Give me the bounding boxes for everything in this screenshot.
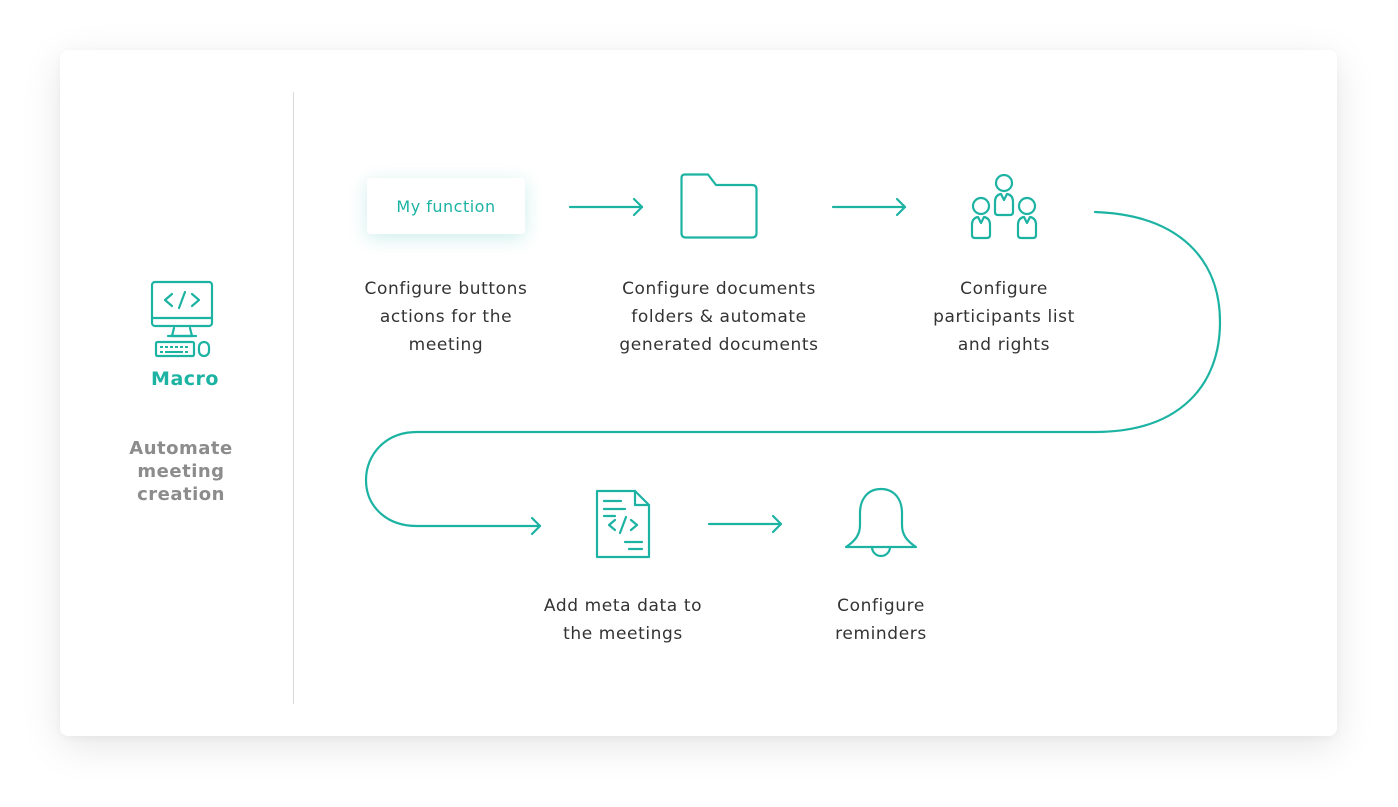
code-document-icon xyxy=(595,489,651,559)
step-label-buttons: Configure buttons actions for the meetin… xyxy=(364,279,528,355)
curve-connector xyxy=(364,210,1222,528)
folder-icon xyxy=(680,173,758,239)
panel-divider xyxy=(293,92,294,704)
step-label-metadata: Add meta data to the meetings xyxy=(543,596,703,644)
diagram-card xyxy=(60,50,1337,736)
curve-arrowhead xyxy=(530,516,542,536)
my-function-button[interactable]: My function xyxy=(367,178,525,234)
people-icon xyxy=(970,174,1038,240)
step-label-participants: Configure participants list and rights xyxy=(933,279,1075,355)
macro-title: Macro xyxy=(151,368,219,390)
step-label-documents: Configure documents folders & automate g… xyxy=(619,279,819,355)
macro-description: Automate meeting creation xyxy=(129,438,233,505)
computer-code-icon xyxy=(150,280,214,358)
arrow-metadata-to-reminders xyxy=(707,514,783,534)
step-label-reminders: Configure reminders xyxy=(835,596,927,644)
bell-icon xyxy=(844,487,918,558)
arrow-buttons-to-documents xyxy=(568,197,644,217)
arrow-documents-to-participants xyxy=(831,197,907,217)
